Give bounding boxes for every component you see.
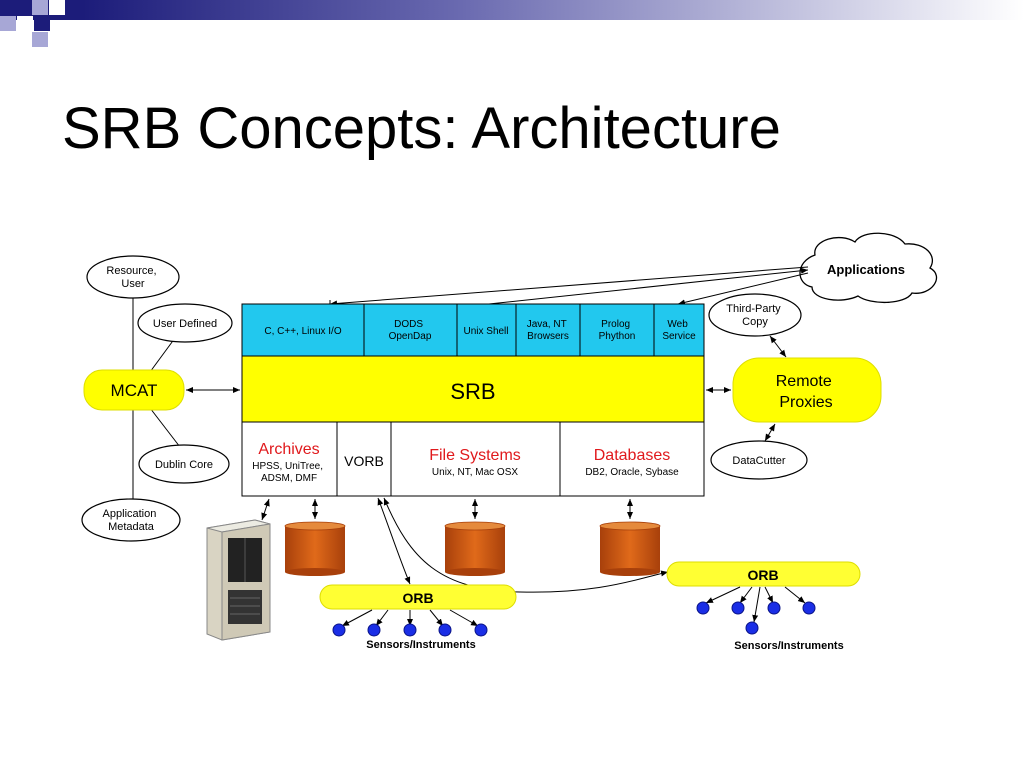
svg-text:Applications: Applications [827,262,905,277]
srb-layer: SRB [241,355,705,423]
applications-cloud: Applications [799,232,937,304]
archive-tape-arrow [261,498,270,521]
deco-square [32,32,48,47]
svg-text:Prolog Phython: Prolog Phython [599,319,636,342]
orb-right: ORB [666,561,861,587]
deco-square [15,0,31,15]
sensors-right-label: Sensors/Instruments [734,640,843,652]
deco-square [32,0,48,15]
remote-proxies-node: Remote Proxies [732,357,882,423]
tape-library-image [206,519,271,641]
svg-text:User Defined: User Defined [153,318,217,330]
svg-text:MCAT: MCAT [111,381,158,400]
metadata-connectors [132,298,181,500]
svg-text:File Systems: File Systems [429,447,521,464]
third-party-copy-node: Third-Party Copy [708,293,802,337]
deco-square [34,16,50,31]
deco-square [0,16,16,31]
datacutter-node: DataCutter [710,440,808,480]
orb-left: ORB [319,584,517,610]
svg-text:Databases: Databases [594,447,671,464]
metadata-node-application-metadata: Application Metadata [81,498,181,542]
svg-text:Dublin Core: Dublin Core [155,459,213,471]
proxy-datacutter-arrow [764,423,776,442]
sensors-left [332,609,488,637]
svg-text:Archives: Archives [258,441,319,458]
vorb-orb-links [377,497,669,593]
mcat-node: MCAT [83,369,185,411]
deco-square [15,32,31,47]
metadata-node-user-defined: User Defined [137,303,233,343]
svg-text:VORB: VORB [344,453,384,469]
svg-text:Java, NT Browsers: Java, NT Browsers [527,319,570,342]
header-band [0,0,1024,20]
svg-text:Unix, NT, Mac OSX: Unix, NT, Mac OSX [432,467,518,478]
storage-arrows [312,499,633,519]
storage-cylinders [284,521,661,576]
metadata-node-resource-user: Resource, User [86,255,180,299]
svg-text:ORB: ORB [747,567,778,583]
svg-text:Application Metadata: Application Metadata [103,508,160,533]
sensors-right [696,586,816,635]
svg-text:DataCutter: DataCutter [732,455,786,467]
svg-text:SRB: SRB [450,379,495,404]
svg-text:ORB: ORB [402,590,433,606]
archive-disk-cylinder [284,521,346,576]
svg-text:Web Service: Web Service [662,319,696,342]
svg-text:Resource, User: Resource, User [106,265,159,290]
svg-text:HPSS, UniTree, ADSM, DMF: HPSS, UniTree, ADSM, DMF [252,461,326,484]
filesystem-cylinder [444,521,506,576]
svg-text:Remote Proxies: Remote Proxies [776,373,836,411]
deco-square [17,16,33,31]
storage-layer: Archives HPSS, UniTree, ADSM, DMF VORB F… [241,421,705,497]
database-cylinder [599,521,661,576]
svg-text:DB2, Oracle, Sybase: DB2, Oracle, Sybase [585,467,679,478]
metadata-node-dublin-core: Dublin Core [138,444,230,484]
svg-text:C, C++, Linux I/O: C, C++, Linux I/O [264,326,341,337]
svg-text:Third-Party Copy: Third-Party Copy [726,303,783,328]
svg-text:Unix Shell: Unix Shell [463,326,508,337]
svg-text:DODS OpenDap: DODS OpenDap [389,319,432,342]
application-arrows [329,266,809,307]
deco-square [49,0,65,15]
slide-title: SRB Concepts: Architecture [62,96,781,161]
third-party-proxy-arrow [769,335,787,358]
client-layer: C, C++, Linux I/O DODS OpenDap Unix Shel… [241,303,705,357]
sensors-left-label: Sensors/Instruments [366,639,475,651]
